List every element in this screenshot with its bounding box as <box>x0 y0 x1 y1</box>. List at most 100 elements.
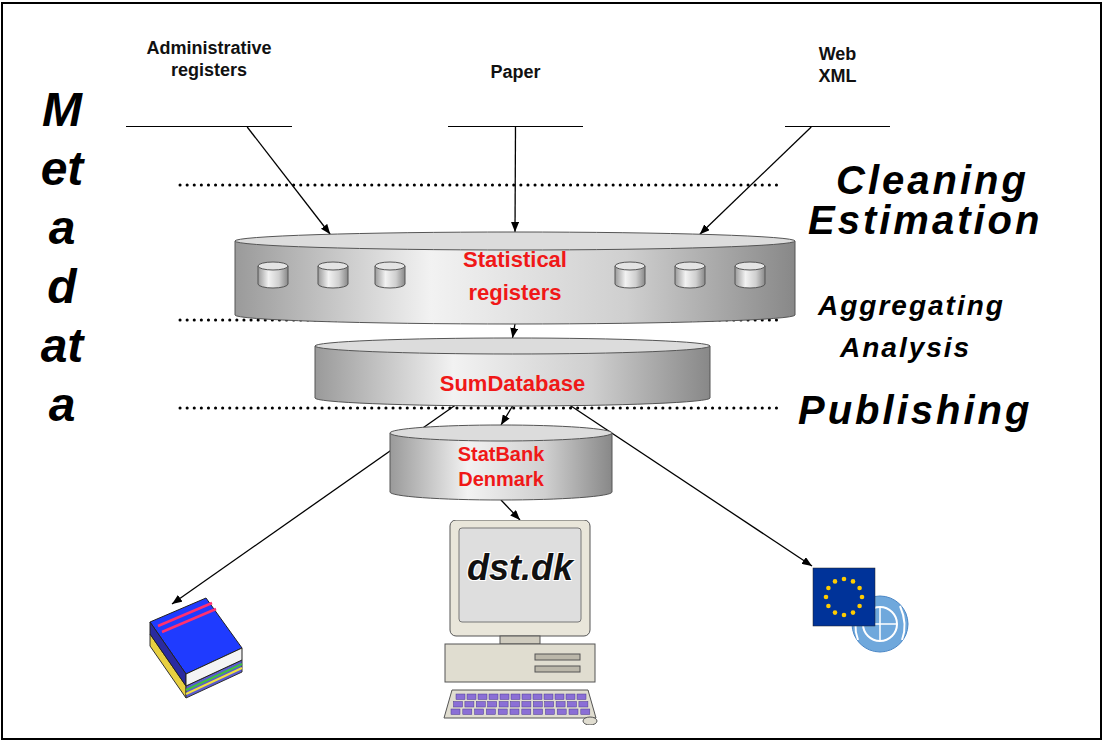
mini-register-top <box>675 262 705 270</box>
book-spine <box>150 622 186 686</box>
eu-star <box>857 604 862 609</box>
keyboard-key <box>463 709 472 715</box>
source-name: Paper <box>490 61 540 84</box>
keyboard-key <box>555 694 564 700</box>
screen-text: dst.dk <box>467 548 573 588</box>
database-cylinder: StatBank Denmark <box>390 425 612 500</box>
keyboard-key <box>522 694 531 700</box>
stage-label: Aggregating <box>818 292 1005 320</box>
keyboard-key <box>465 702 474 708</box>
keyboard-key <box>454 702 463 708</box>
keyboard-key <box>510 709 519 715</box>
keyboard-key <box>511 702 520 708</box>
keyboard-key <box>467 694 476 700</box>
text-block: dst.dk <box>461 548 579 588</box>
source-label: Paper <box>448 28 583 127</box>
keyboard-key <box>500 694 509 700</box>
eu-star <box>857 586 862 591</box>
book-stripe <box>162 609 216 632</box>
keyboard-key <box>533 694 542 700</box>
stage-label: Estimation <box>808 200 1042 240</box>
keyboard-key <box>476 702 485 708</box>
eu-star <box>826 586 831 591</box>
mini-register-top <box>375 262 405 270</box>
eu-star <box>824 595 829 600</box>
keyboard-key <box>566 694 575 700</box>
cylinder-body <box>390 433 612 500</box>
keyboard-key <box>534 709 543 715</box>
keyboard-key <box>545 702 554 708</box>
mini-register-top <box>258 262 288 270</box>
database-name: SumDatabase <box>440 371 586 397</box>
cylinder-shape <box>235 232 795 324</box>
keyboard <box>444 690 596 718</box>
keyboard-key <box>511 694 520 700</box>
flow-arrow <box>501 406 513 425</box>
frame <box>2 3 1101 739</box>
database-disc: Statistical registers <box>235 232 795 324</box>
eu-flag-field <box>813 568 875 626</box>
eu-flag <box>813 568 875 626</box>
eu-star <box>826 604 831 609</box>
keyboard-key <box>488 702 497 708</box>
keyboard-key <box>475 709 484 715</box>
keyboard-key <box>498 709 507 715</box>
keyboard-key <box>581 709 590 715</box>
eu-star <box>833 579 838 584</box>
stage-divider <box>180 407 780 410</box>
book-edge <box>186 648 242 686</box>
keyboard-key <box>556 702 565 708</box>
drive-slot <box>535 666 580 672</box>
text-block: Administrative registers <box>129 37 289 82</box>
drive-slot <box>535 654 580 660</box>
keyboard-key <box>577 694 586 700</box>
text-block: Paper <box>456 61 576 84</box>
keyboard-key <box>579 702 588 708</box>
keyboard-key <box>478 694 487 700</box>
stage-divider <box>180 184 780 187</box>
stage-label: Cleaning <box>836 160 1029 200</box>
source-label: Administrative registers <box>126 28 292 127</box>
keyboard-key <box>557 709 566 715</box>
text-block: StatBank Denmark <box>441 442 561 492</box>
keyboard-key <box>533 702 542 708</box>
eu-star <box>860 595 865 600</box>
keyboard-key <box>545 709 554 715</box>
flow-arrow <box>501 500 520 520</box>
cylinder-top <box>390 425 612 441</box>
stage-label: Analysis <box>840 334 971 362</box>
keyboard-key <box>456 694 465 700</box>
un-globe-line <box>879 607 881 641</box>
keyboard-key <box>451 709 460 715</box>
eu-star <box>842 577 847 582</box>
eu-star <box>842 613 847 618</box>
eu-star <box>851 579 856 584</box>
flow-arrow <box>700 127 811 234</box>
monitor-neck <box>500 636 540 644</box>
text-block: Statistical registers <box>440 243 590 309</box>
keyboard-key <box>569 709 578 715</box>
mouse <box>583 717 597 725</box>
un-laurel <box>900 606 905 640</box>
cylinder-body <box>235 241 795 324</box>
cylinder-top <box>315 338 710 354</box>
mini-register-top <box>735 262 765 270</box>
keyboard-key <box>499 702 508 708</box>
flow-arrow <box>513 324 516 338</box>
keyboard-key <box>489 694 498 700</box>
flow-arrow <box>247 127 330 234</box>
stage-label: Publishing <box>798 390 1032 430</box>
monitor <box>450 520 590 636</box>
text-block: Web XML <box>810 43 865 88</box>
keyboard-key <box>568 702 577 708</box>
keyboard-key <box>544 694 553 700</box>
eu-star <box>851 610 856 615</box>
database-name: StatBank Denmark <box>441 442 561 492</box>
system-unit <box>445 644 595 682</box>
source-name: Web XML <box>810 43 865 88</box>
cylinder-body <box>315 346 710 406</box>
book-icon <box>150 598 242 698</box>
text-block: SumDatabase <box>383 371 643 397</box>
keyboard-key <box>486 709 495 715</box>
